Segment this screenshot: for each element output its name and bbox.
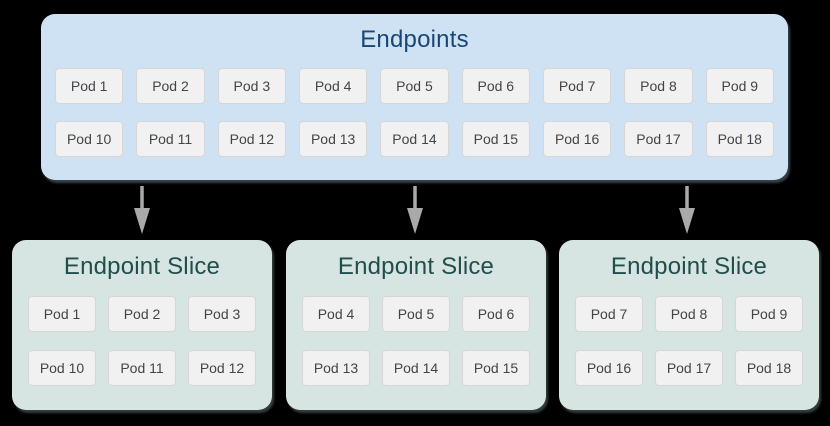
pod-chip: Pod 10 bbox=[55, 121, 124, 157]
slice-3-pod-row-2: Pod 16 Pod 17 Pod 18 bbox=[575, 350, 803, 386]
pod-chip: Pod 11 bbox=[136, 121, 205, 157]
pod-chip: Pod 9 bbox=[705, 68, 774, 104]
pod-chip: Pod 11 bbox=[108, 350, 176, 386]
pod-chip: Pod 8 bbox=[624, 68, 693, 104]
pod-chip: Pod 2 bbox=[136, 68, 205, 104]
pod-chip: Pod 16 bbox=[542, 121, 612, 157]
slice-2-pod-row-1: Pod 4 Pod 5 Pod 6 bbox=[302, 296, 530, 332]
pod-chip: Pod 14 bbox=[382, 350, 450, 386]
pod-chip: Pod 1 bbox=[28, 296, 96, 332]
slice-3-pod-row-1: Pod 7 Pod 8 Pod 9 bbox=[575, 296, 803, 332]
pod-chip: Pod 14 bbox=[380, 121, 449, 157]
pod-chip: Pod 1 bbox=[55, 68, 124, 104]
pod-chip: Pod 8 bbox=[655, 296, 723, 332]
pod-chip: Pod 2 bbox=[108, 296, 176, 332]
pod-chip: Pod 13 bbox=[302, 350, 370, 386]
endpoints-title: Endpoints bbox=[360, 26, 469, 53]
endpoints-pod-row-1: Pod 1 Pod 2 Pod 3 Pod 4 Pod 5 Pod 6 Pod 7 Pod 8… bbox=[55, 68, 774, 104]
slice-2-pod-row-2: Pod 13 Pod 14 Pod 15 bbox=[302, 350, 530, 386]
pod-chip: Pod 12 bbox=[188, 350, 256, 386]
pod-chip: Pod 16 bbox=[575, 350, 643, 386]
pod-chip: Pod 3 bbox=[217, 68, 286, 104]
pod-chip: Pod 17 bbox=[624, 121, 693, 157]
pod-chip: Pod 3 bbox=[188, 296, 256, 332]
slice-1-pod-row-2: Pod 10 Pod 11 Pod 12 bbox=[28, 350, 256, 386]
endpoint-slice-title: Endpoint Slice bbox=[610, 253, 768, 280]
pod-chip: Pod 15 bbox=[462, 350, 530, 386]
endpoints-pod-row-2: Pod 10 Pod 11 Pod 12 Pod 13 Pod 14 Pod 15 Pod … bbox=[55, 121, 774, 157]
pod-chip: Pod 4 bbox=[298, 68, 368, 104]
down-arrow-icon bbox=[134, 186, 150, 234]
pod-chip: Pod 12 bbox=[217, 121, 286, 157]
pod-chip: Pod 9 bbox=[735, 296, 803, 332]
pod-chip: Pod 6 bbox=[462, 296, 530, 332]
pod-chip: Pod 7 bbox=[575, 296, 643, 332]
pod-chip: Pod 17 bbox=[655, 350, 723, 386]
slice-1-pod-row-1: Pod 1 Pod 2 Pod 3 bbox=[28, 296, 256, 332]
endpoint-slice-title: Endpoint Slice bbox=[337, 253, 495, 280]
down-arrow-icon bbox=[407, 186, 423, 234]
endpoint-slice-title: Endpoint Slice bbox=[63, 253, 221, 280]
pod-chip: Pod 15 bbox=[461, 121, 530, 157]
pod-chip: Pod 4 bbox=[302, 296, 370, 332]
endpoints-box: Endpoints Pod 1 Pod 2 Pod 3 Pod 4 Pod 5 Pod 6… bbox=[41, 14, 788, 180]
pod-chip: Pod 18 bbox=[735, 350, 803, 386]
pod-chip: Pod 6 bbox=[461, 68, 530, 104]
pod-chip: Pod 10 bbox=[28, 350, 96, 386]
down-arrow-icon bbox=[679, 186, 695, 234]
pod-chip: Pod 7 bbox=[542, 68, 612, 104]
pod-chip: Pod 18 bbox=[705, 121, 774, 157]
pod-chip: Pod 5 bbox=[382, 296, 450, 332]
pod-chip: Pod 5 bbox=[380, 68, 449, 104]
pod-chip: Pod 13 bbox=[298, 121, 368, 157]
